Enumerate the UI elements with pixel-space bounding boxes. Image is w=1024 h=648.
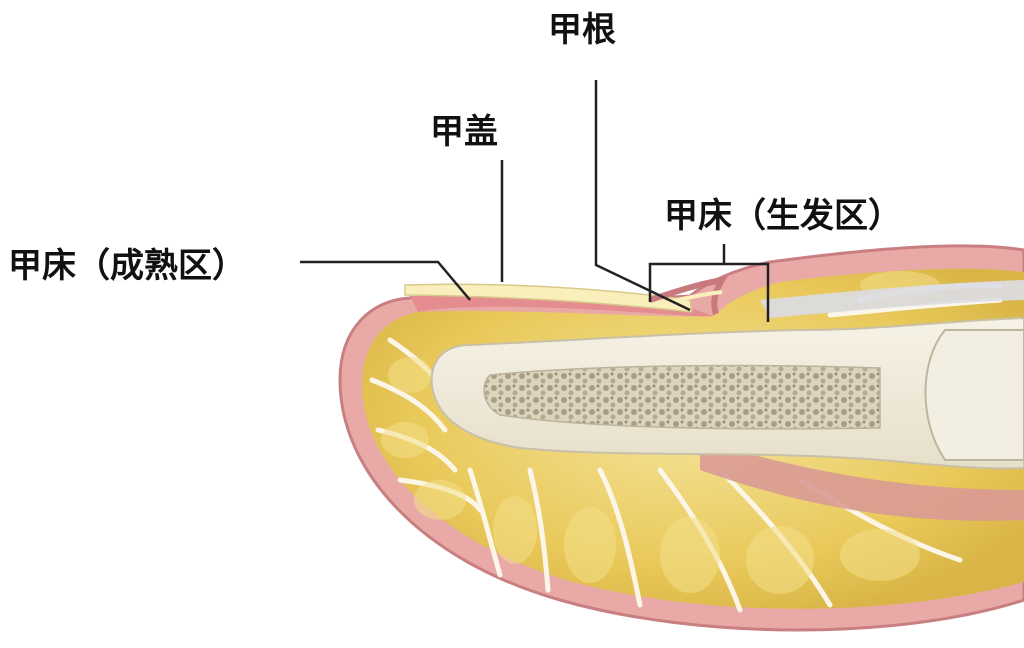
leader-germinal-bracket (648, 262, 770, 322)
fat-lobules (381, 271, 940, 594)
nail-fold (649, 275, 728, 315)
leader-lines (300, 80, 770, 322)
label-nail-plate: 甲盖 (430, 112, 498, 152)
label-nail-root: 甲根 (548, 10, 616, 50)
leader-nail-root (594, 80, 691, 312)
leader-mature (300, 260, 471, 301)
nail-bed-layer (410, 296, 714, 317)
tendon-band (700, 440, 1024, 521)
nail-plate (404, 283, 693, 313)
joint-head (924, 329, 1024, 461)
label-nail-bed-mature: 甲床（成熟区） (8, 246, 246, 286)
bone-marrow (483, 364, 881, 430)
ligament-upper (760, 280, 1024, 318)
label-nail-bed-germinal: 甲床（生发区） (664, 196, 902, 236)
nail-root (659, 290, 723, 306)
